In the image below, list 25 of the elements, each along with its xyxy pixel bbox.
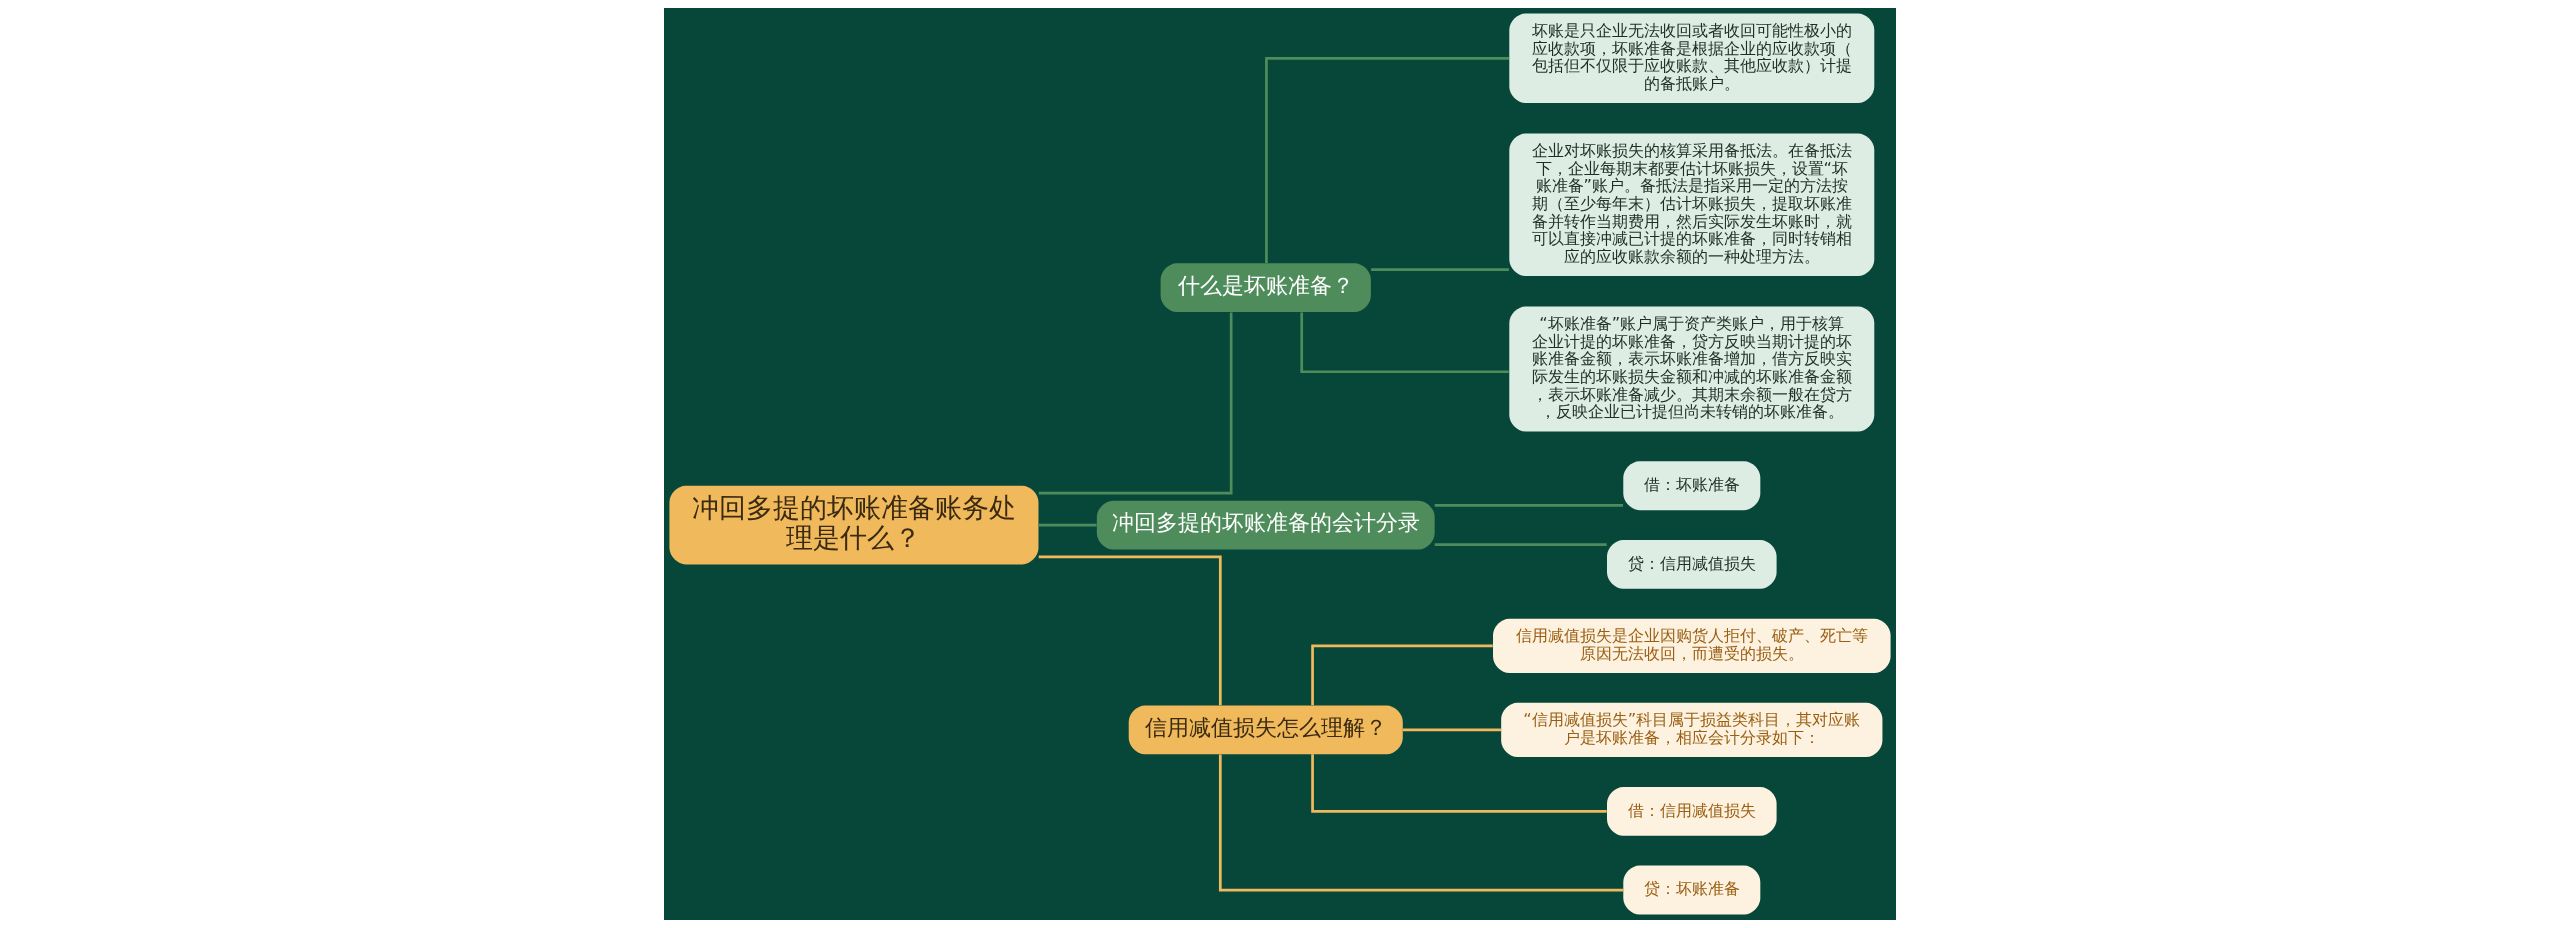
connector bbox=[1218, 754, 1624, 892]
connector bbox=[1402, 728, 1501, 732]
connector bbox=[1311, 644, 1493, 706]
node-box: 贷：信用减值损失 bbox=[1607, 540, 1777, 589]
node-box: 冲回多提的坏账准备账务处理是什么？ bbox=[669, 485, 1039, 565]
node-box: 坏账是只企业无法收回或者收回可能性极小的应收款项，坏账准备是根据企业的应收款项（包括但不仅限于应收账款、其他应收款）计提的备抵账户。 bbox=[1509, 13, 1875, 104]
connector bbox=[1265, 56, 1509, 264]
connector bbox=[1434, 543, 1607, 547]
node-box: “坏账准备”账户属于资产类账户，用于核算企业计提的坏账准备，贷方反映当期计提的坏账准备金额，表示坏账准备增加，借方反映实际发生的坏账损失金额和冲减的坏账准备金额，表示坏账准备减少。其期末余额一般在贷方，反映企业已计提但尚未转销的坏账准备。 bbox=[1509, 306, 1875, 432]
node-box: 借：坏账准备 bbox=[1623, 461, 1761, 511]
node-box: 贷：坏账准备 bbox=[1623, 865, 1761, 915]
connector bbox=[1300, 312, 1509, 374]
node-box: 信用减值损失是企业因购货人拒付、破产、死亡等原因无法收回，而遭受的损失。 bbox=[1493, 618, 1891, 673]
node-box: 企业对坏账损失的核算采用备抵法。在备抵法下，企业每期末都要估计坏账损失，设置“坏账准备”账户。备抵法是指采用一定的方法按期（至少每年末）估计坏账损失，提取坏账准备并转作当期费用，然后实际发生坏账时，就可以直接冲减已计提的坏账准备，同时转销相应的应收账款余额的一种处理方法。 bbox=[1509, 133, 1875, 277]
connector bbox=[1371, 268, 1509, 271]
node-box: “信用减值损失”科目属于损益类科目，其对应账户是坏账准备，相应会计分录如下： bbox=[1501, 702, 1883, 758]
node-box: 信用减值损失怎么理解？ bbox=[1128, 705, 1403, 755]
node-box: 借：信用减值损失 bbox=[1607, 786, 1777, 836]
connector bbox=[1038, 555, 1222, 706]
node-box: 冲回多提的坏账准备的会计分录 bbox=[1096, 500, 1435, 550]
connector bbox=[1311, 754, 1607, 813]
connector bbox=[1434, 504, 1623, 507]
connector bbox=[1038, 312, 1233, 495]
node-box: 什么是坏账准备？ bbox=[1160, 263, 1371, 313]
connector bbox=[1038, 523, 1097, 527]
